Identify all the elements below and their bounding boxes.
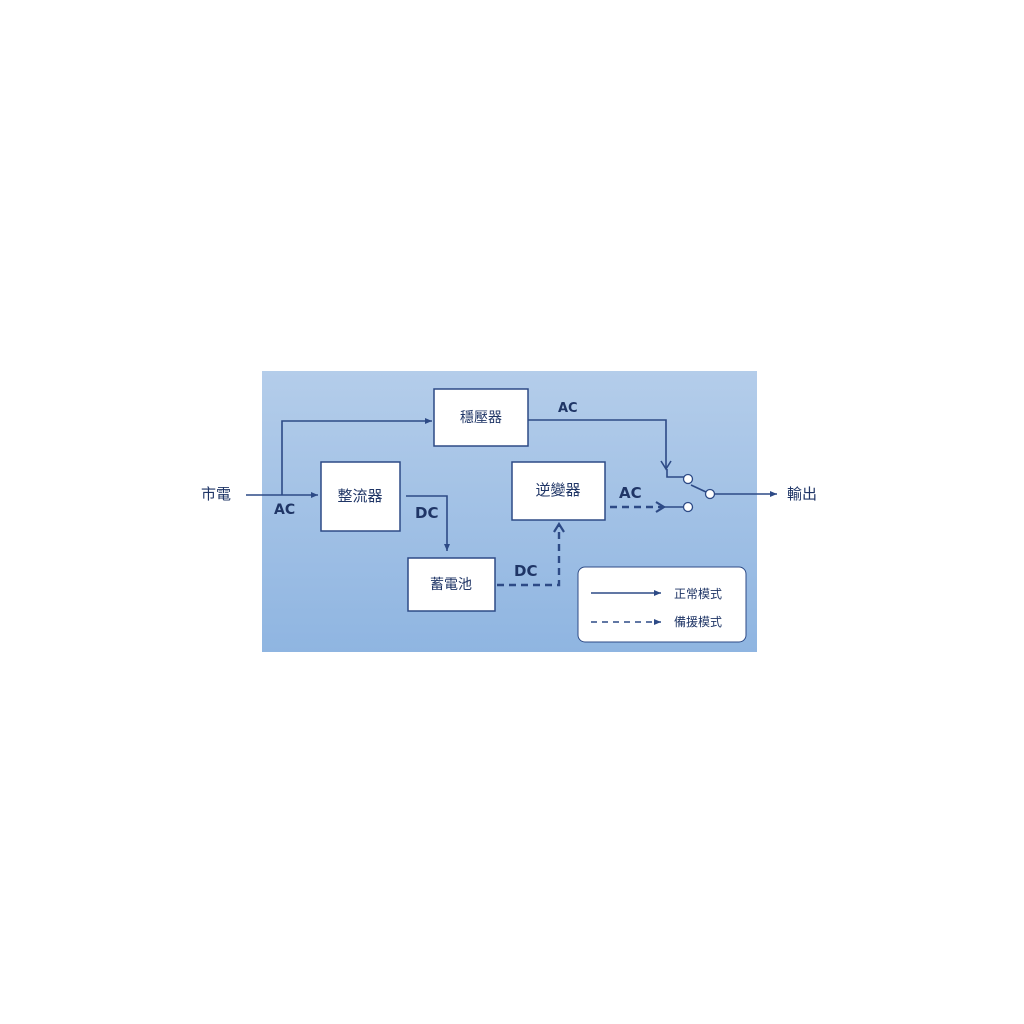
inverter-block: 逆變器 xyxy=(511,461,606,521)
legend-backup-label: 備援模式 xyxy=(674,614,722,629)
switch-contact-normal xyxy=(682,473,694,485)
stabilizer-label: 穩壓器 xyxy=(460,410,502,426)
legend-normal-label: 正常模式 xyxy=(674,587,722,601)
switch-common xyxy=(704,488,716,500)
stabilizer-block: 穩壓器 xyxy=(433,388,529,447)
rectifier-label: 整流器 xyxy=(337,487,382,505)
input-label: 市電 xyxy=(201,485,231,503)
stabilizer-switch-stub xyxy=(666,469,684,478)
battery-block: 蓄電池 xyxy=(407,557,496,612)
inverter-label: 逆變器 xyxy=(535,481,580,499)
output-label: 輸出 xyxy=(787,485,817,503)
rectifier-dc-label: DC xyxy=(415,504,438,522)
battery-dc-label: DC xyxy=(514,562,537,580)
rectifier-block: 整流器 xyxy=(320,461,401,532)
switch-contact-backup xyxy=(682,501,694,513)
inverter-ac-label: AC xyxy=(619,484,642,502)
legend: 正常模式 備援模式 xyxy=(577,566,747,643)
battery-label: 蓄電池 xyxy=(430,577,472,593)
transfer-switch xyxy=(682,473,716,513)
rectifier-battery-line xyxy=(406,495,450,551)
battery-inverter-line xyxy=(497,524,559,587)
stabilizer-ac-label: AC xyxy=(558,401,578,416)
bypass-line xyxy=(281,418,432,495)
stabilizer-switch-line xyxy=(528,419,672,471)
input-ac-label: AC xyxy=(274,502,295,518)
